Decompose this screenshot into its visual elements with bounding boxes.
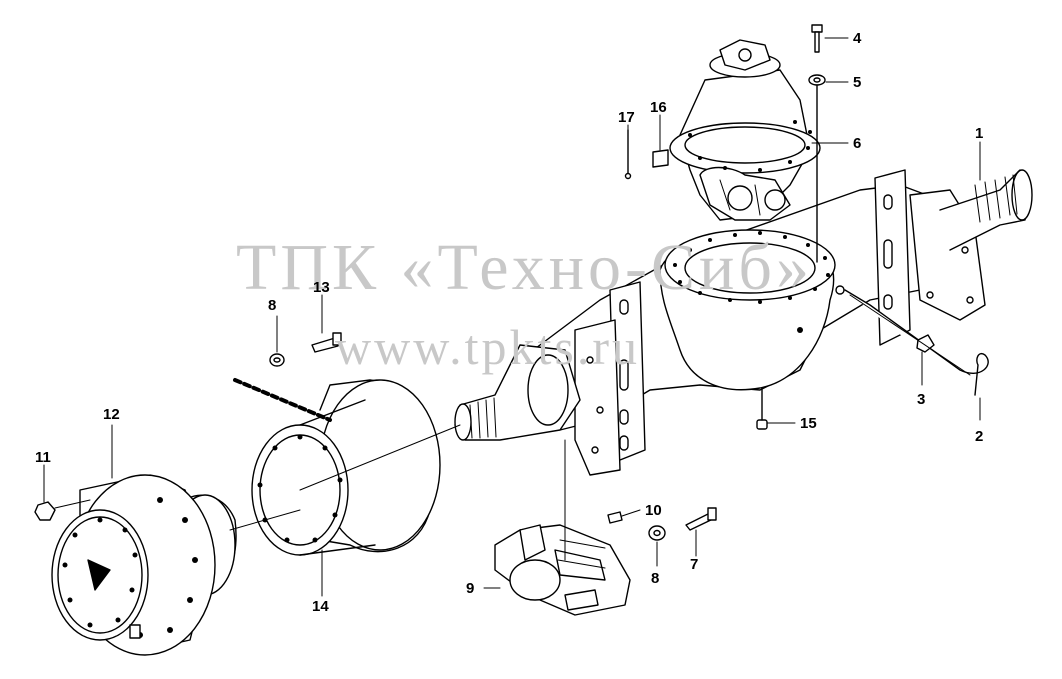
callout-8-upper: 8 [268, 297, 277, 314]
callout-12: 12 [103, 406, 120, 423]
breather-hose [835, 285, 989, 396]
bolt-and-washer [808, 24, 826, 263]
brake-caliper [494, 439, 717, 616]
callout-4: 4 [853, 30, 862, 47]
callout-10: 10 [645, 502, 662, 519]
callout-13: 13 [313, 279, 330, 296]
callout-14: 14 [312, 598, 329, 615]
callout-2: 2 [975, 428, 984, 445]
callout-6: 6 [853, 135, 862, 152]
callout-9: 9 [466, 580, 475, 597]
callout-8-lower: 8 [651, 570, 660, 587]
callout-11: 11 [35, 449, 51, 466]
callout-3: 3 [917, 391, 926, 408]
differential-carrier [624, 39, 821, 221]
callout-1: 1 [975, 125, 984, 142]
callout-17: 17 [618, 109, 635, 126]
callout-5: 5 [853, 74, 862, 91]
leader-lines [43, 37, 981, 597]
brake-disc [251, 379, 461, 556]
callout-15: 15 [800, 415, 817, 432]
wheel-hub [34, 474, 301, 656]
dashed-leader [233, 378, 332, 422]
callout-7: 7 [690, 556, 699, 573]
axle-housing [454, 169, 1033, 476]
bolt-13-washer-8 [269, 332, 342, 367]
callout-16: 16 [650, 99, 667, 116]
